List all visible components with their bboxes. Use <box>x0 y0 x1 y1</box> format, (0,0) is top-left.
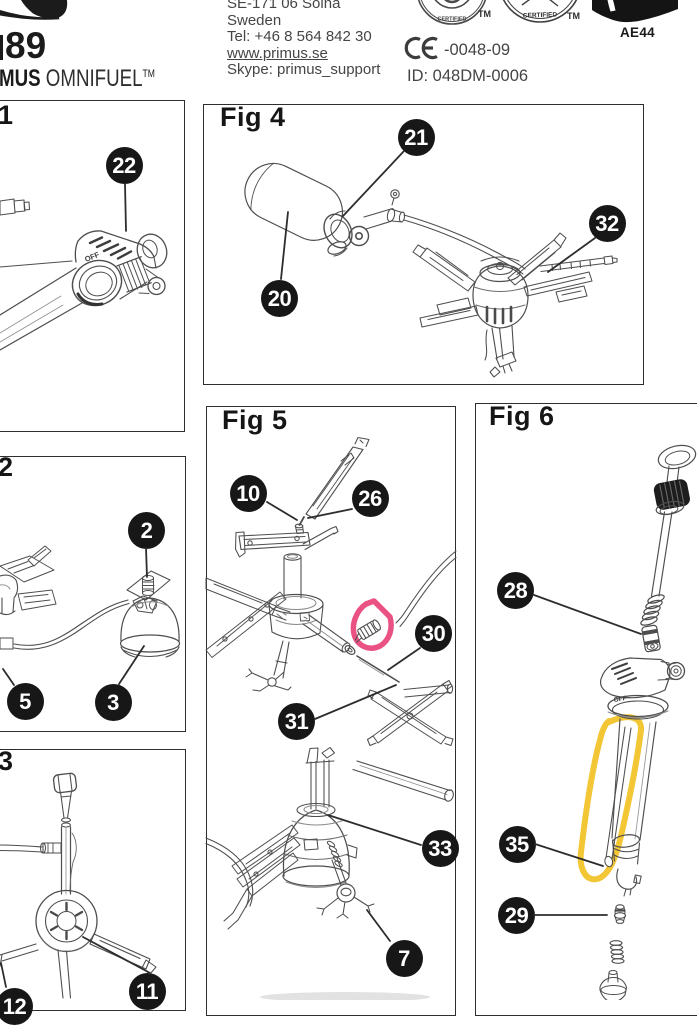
svg-text:TM: TM <box>478 9 491 19</box>
svg-text:TM: TM <box>567 11 580 21</box>
svg-text:OFF: OFF <box>613 695 627 704</box>
svg-text:AE44: AE44 <box>620 25 655 40</box>
svg-text:CERTIFIED: CERTIFIED <box>523 11 558 19</box>
svg-text:CERTIFIED: CERTIFIED <box>437 17 466 23</box>
